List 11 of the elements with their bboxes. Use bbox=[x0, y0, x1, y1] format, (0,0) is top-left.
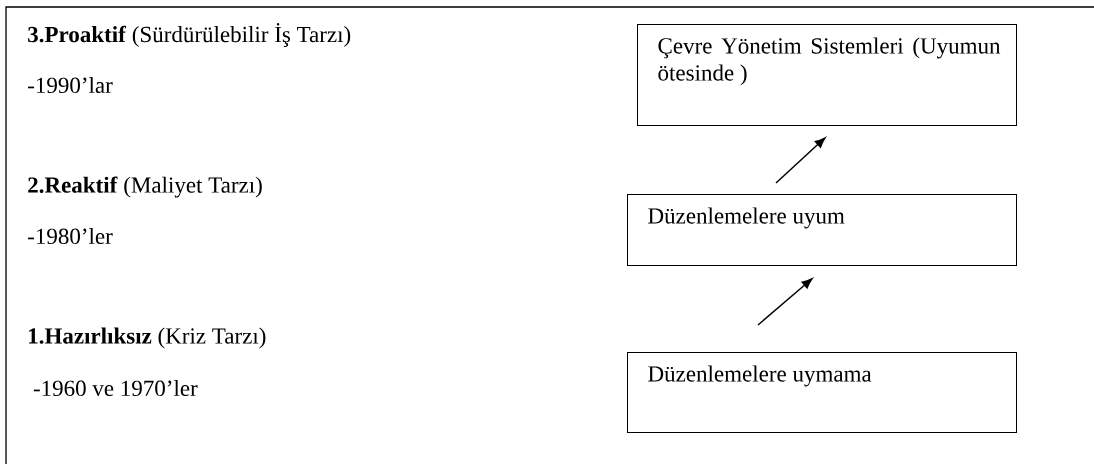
heading-text: 2.Reaktif (Maliyet Tarzı) bbox=[28, 176, 262, 198]
process-box: Çevre Yönetim Sistemleri (Uyumun ötesinde ) bbox=[637, 24, 1017, 126]
heading-text: 3.Proaktif (Sürdürülebilir İş Tarzı) bbox=[28, 23, 351, 47]
process-box: Düzenlemelere uymama bbox=[627, 352, 1017, 433]
heading-text: 1.Hazırlıksız (Kriz Tarzı) bbox=[29, 327, 266, 349]
process-box: Düzenlemelere uyum bbox=[627, 194, 1017, 266]
arrow bbox=[757, 278, 813, 326]
date-text: -1980’ler bbox=[28, 227, 113, 245]
arrow bbox=[775, 137, 826, 184]
date-text: -1960 ve 1970’ler bbox=[33, 379, 198, 397]
date-text: -1990’lar bbox=[28, 76, 113, 94]
